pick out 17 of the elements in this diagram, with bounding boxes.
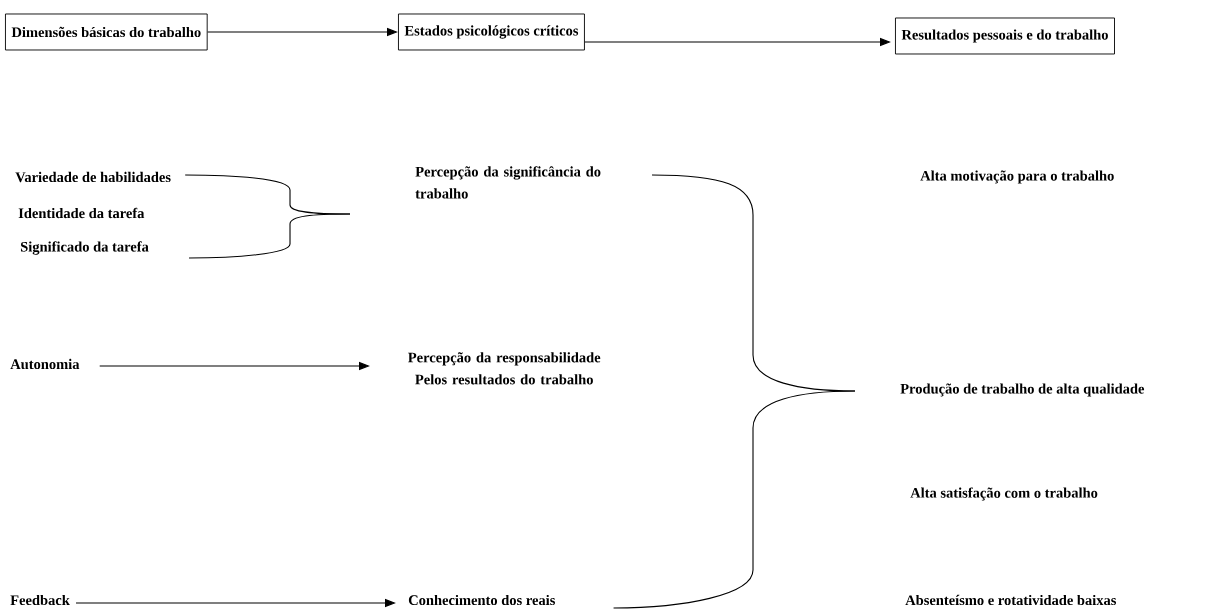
text-label: Absenteísmo e rotatividade baixas: [905, 594, 1116, 606]
brace-line: [613, 390, 856, 609]
text-label: Identidade da tarefa: [18, 207, 145, 219]
text-label: Feedback: [10, 594, 70, 606]
text-label: Conhecimento dos reais: [408, 594, 555, 606]
brace-line: [188, 213, 351, 259]
text-label: Produção de trabalho de alta qualidade: [900, 383, 1145, 397]
text-label: Significado da tarefa: [21, 241, 149, 255]
process-box: Estados psicológicos críticos: [398, 13, 585, 51]
text-label: Percepção da responsabilidade Pelos resultados do trabalho: [408, 352, 601, 385]
text-label: Percepção da significância do trabalho: [415, 166, 601, 199]
text-label: Alta satisfação com o trabalho: [910, 487, 1098, 501]
text-label: Autonomia: [10, 358, 80, 370]
text-label: Variedade de habilidades: [15, 171, 171, 183]
process-box: Resultados pessoais e do trabalho: [895, 17, 1115, 55]
process-box: Dimensões básicas do trabalho: [5, 13, 208, 51]
text-label: Alta motivação para o trabalho: [920, 170, 1114, 184]
